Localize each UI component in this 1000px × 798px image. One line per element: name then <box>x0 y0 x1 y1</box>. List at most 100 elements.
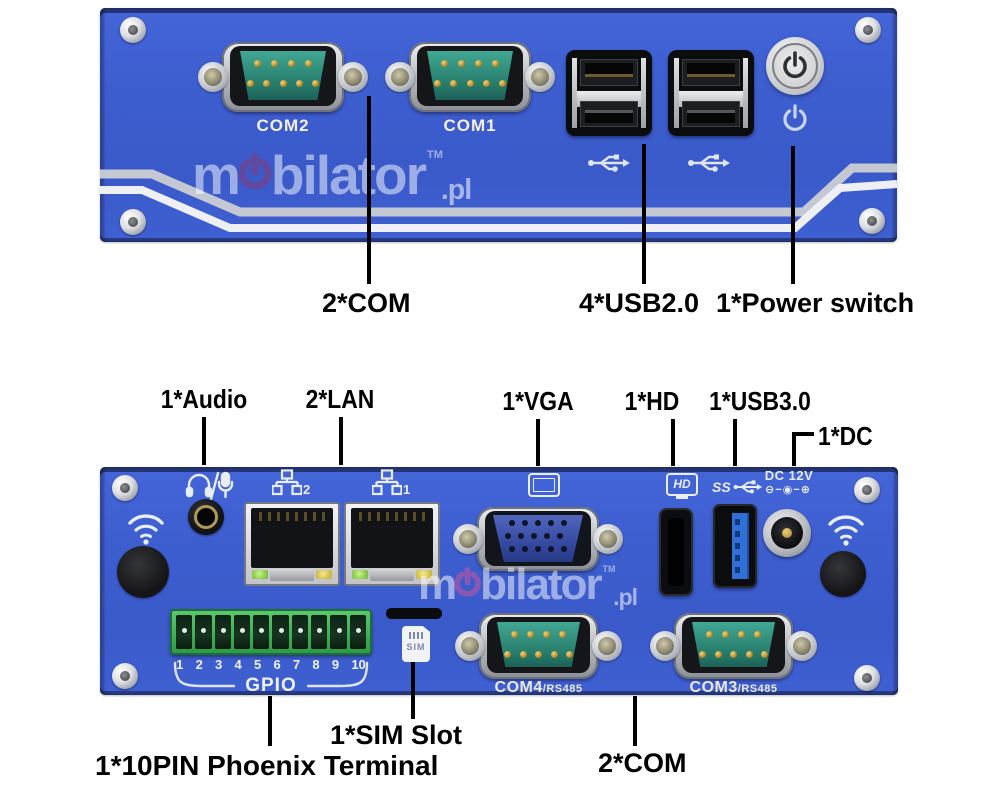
com2-label: COM2 <box>256 116 310 135</box>
screw-icon <box>854 665 880 691</box>
jack-screw-icon <box>592 631 622 661</box>
usb-icon <box>688 154 730 172</box>
watermark-text: m <box>192 144 241 206</box>
jack-screw-icon <box>198 62 228 92</box>
com3-label: COM3/RS485 <box>689 679 778 696</box>
lan2-network-icon: 2 <box>272 469 310 497</box>
power-indicator-icon <box>783 104 807 131</box>
jack-screw-icon <box>787 631 817 661</box>
gpio-label: GPIO <box>245 675 297 696</box>
label-phoenix-terminal: 1*10PIN Phoenix Terminal <box>95 750 439 781</box>
callout-line <box>733 419 737 466</box>
jack-screw-icon <box>385 62 415 92</box>
trademark-text: TM <box>602 564 616 574</box>
usb3-ss-icon: SS <box>712 479 763 495</box>
audio-jack <box>188 499 224 535</box>
com1-port <box>385 42 555 112</box>
sim-slot <box>386 608 442 619</box>
callout-line <box>339 417 343 465</box>
watermark-logo: m bilator TM .pl <box>192 144 472 207</box>
screw-icon <box>112 663 138 689</box>
label-2com-front: 2*COM <box>322 288 411 318</box>
label-audio: 1*Audio <box>160 384 248 414</box>
label-power-switch: 1*Power switch <box>716 288 915 318</box>
callout-line <box>411 662 415 719</box>
wifi-icon <box>128 514 164 545</box>
jack-screw-icon <box>338 62 368 92</box>
usb-icon <box>588 154 630 172</box>
com1-label: COM1 <box>443 116 497 135</box>
callout-line <box>268 696 272 746</box>
screw-icon <box>120 209 146 235</box>
wifi-icon <box>828 515 864 546</box>
watermark-logo: m bilator TM .pl <box>418 560 638 611</box>
screw-icon <box>120 17 146 43</box>
label-vga: 1*VGA <box>502 386 574 416</box>
gpio-terminal <box>170 609 372 655</box>
callout-line <box>536 419 540 466</box>
hdmi-port <box>659 508 693 596</box>
com3-port <box>650 613 817 679</box>
jack-screw-icon <box>593 524 623 554</box>
screw-icon <box>854 477 880 503</box>
hd-icon: HD <box>666 473 698 499</box>
com2-port <box>198 42 368 112</box>
watermark-text: bilator <box>270 144 427 206</box>
jack-screw-icon <box>650 631 680 661</box>
power-symbol-icon <box>783 51 807 79</box>
label-usb30: 1*USB3.0 <box>709 386 811 416</box>
antenna-hole <box>117 546 169 598</box>
label-2com-rear: 2*COM <box>598 748 687 778</box>
usb2-port-stack <box>668 50 754 136</box>
screw-icon <box>112 475 138 501</box>
power-symbol-icon <box>238 152 272 190</box>
jack-screw-icon <box>525 62 555 92</box>
dc-polarity-icon: ⊖−◉−⊕ <box>765 484 811 496</box>
jack-screw-icon <box>453 524 483 554</box>
lan1-number: 1 <box>403 482 411 497</box>
sim-card-icon: SIM <box>402 626 430 662</box>
label-2lan: 2*LAN <box>305 384 375 414</box>
jack-screw-icon <box>455 631 485 661</box>
label-4usb20: 4*USB2.0 <box>579 288 700 318</box>
watermark-text: bilator <box>480 560 602 609</box>
lan2-number: 2 <box>303 482 311 497</box>
screw-icon <box>859 208 885 234</box>
headphone-mic-icon <box>185 471 234 501</box>
ss-text: SS <box>712 479 731 495</box>
callout-line <box>367 96 371 284</box>
power-button-icon <box>766 37 824 95</box>
sim-text: SIM <box>406 642 426 652</box>
trademark-text: TM <box>426 149 443 161</box>
vga-port <box>453 507 623 571</box>
usb3-port <box>713 504 757 588</box>
front-panel: COM2 COM1 <box>100 8 897 242</box>
lan1-network-icon: 1 <box>372 469 410 497</box>
callout-line <box>633 696 637 746</box>
power-symbol-icon <box>454 566 481 597</box>
lan2-port <box>244 502 340 586</box>
label-sim-slot: 1*SIM Slot <box>329 720 463 750</box>
com4-label: COM4/RS485 <box>494 679 583 696</box>
gpio-bracket <box>173 661 369 688</box>
antenna-hole <box>820 551 866 597</box>
watermark-text: m <box>418 560 457 609</box>
lan1-port <box>344 502 440 586</box>
label-hd: 1*HD <box>624 386 680 416</box>
com4-port <box>455 613 622 679</box>
callout-line <box>671 419 675 466</box>
callout-line <box>642 144 646 284</box>
panel-stripes <box>100 163 897 232</box>
usb2-port-stack <box>566 50 652 136</box>
watermark-domain: .pl <box>440 174 472 207</box>
label-dc: 1*DC <box>818 421 873 451</box>
screw-icon <box>855 17 881 43</box>
dc-12v-label: DC 12V <box>764 468 814 483</box>
callout-line <box>791 146 795 284</box>
watermark-domain: .pl <box>613 584 638 611</box>
callout-line <box>792 432 814 436</box>
callout-line <box>202 417 206 465</box>
dc-jack <box>763 509 811 557</box>
